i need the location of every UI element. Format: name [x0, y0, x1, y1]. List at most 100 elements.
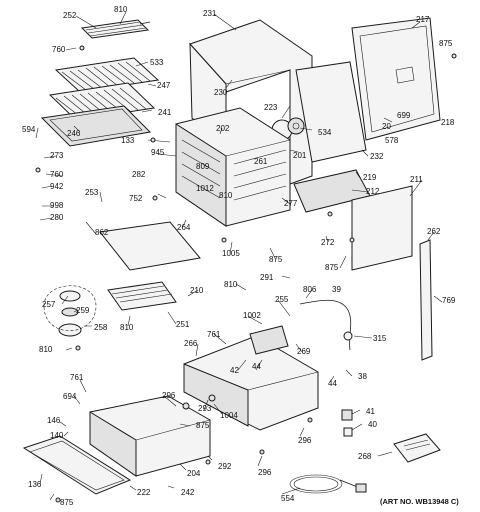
callout-875: 875 [439, 39, 453, 48]
callout-247: 247 [157, 81, 171, 90]
callout-293: 293 [198, 404, 212, 413]
callout-136: 136 [28, 480, 42, 489]
callout-268: 268 [358, 452, 372, 461]
callout-273: 273 [50, 151, 64, 160]
callout-806: 806 [303, 285, 317, 294]
callout-40: 40 [368, 420, 377, 429]
callout-246: 246 [67, 129, 81, 138]
callout-296: 296 [298, 436, 312, 445]
callout-261: 261 [254, 157, 268, 166]
broil-pan [40, 105, 152, 147]
callout-810: 810 [114, 5, 128, 14]
bake-element [80, 19, 151, 39]
side-trim [419, 239, 433, 361]
oven-rack-upper [54, 57, 160, 93]
callout-272: 272 [321, 238, 335, 247]
callout-146: 146 [47, 416, 61, 425]
callout-232: 232 [370, 152, 384, 161]
callout-20: 20 [382, 122, 391, 131]
callout-44: 44 [328, 379, 337, 388]
surface-burner-assembly [43, 285, 97, 337]
callout-38: 38 [358, 372, 367, 381]
callout-875: 875 [196, 421, 210, 430]
callout-201: 201 [293, 151, 307, 160]
callout-594: 594 [22, 125, 36, 134]
broil-element [107, 281, 177, 311]
oven-back-panel [351, 17, 441, 141]
callout-315: 315 [373, 334, 387, 343]
callout-223: 223 [264, 103, 278, 112]
callout-253: 253 [85, 188, 99, 197]
callout-133: 133 [121, 136, 135, 145]
power-cord [289, 474, 367, 494]
oven-cavity [175, 107, 291, 227]
control-board [249, 325, 289, 355]
callout-534: 534 [318, 128, 332, 137]
callout-554: 554 [281, 494, 295, 503]
callout-296: 296 [162, 391, 176, 400]
callout-262: 262 [427, 227, 441, 236]
callout-41: 41 [366, 407, 375, 416]
callout-44: 44 [252, 362, 261, 371]
callout-259: 259 [76, 306, 90, 315]
callout-266: 266 [184, 339, 198, 348]
callout-251: 251 [176, 320, 190, 329]
callout-282: 282 [132, 170, 146, 179]
callout-1002: 1002 [243, 311, 261, 320]
callout-945: 945 [151, 148, 165, 157]
callout-230: 230 [214, 88, 228, 97]
callout-875: 875 [325, 263, 339, 272]
leader-lines [35, 11, 443, 501]
callout-217: 217 [416, 15, 430, 24]
callout-752: 752 [129, 194, 143, 203]
callout-761: 761 [207, 330, 221, 339]
callout-264: 264 [177, 223, 191, 232]
callout-241: 241 [158, 108, 172, 117]
callout-875: 875 [60, 498, 74, 507]
callout-760: 760 [50, 170, 64, 179]
callout-255: 255 [275, 295, 289, 304]
callout-769: 769 [442, 296, 456, 305]
sensor-probe [299, 299, 353, 351]
side-panel [351, 185, 413, 271]
callout-269: 269 [297, 347, 311, 356]
callout-760: 760 [52, 45, 66, 54]
callout-296: 296 [258, 468, 272, 477]
callout-39: 39 [332, 285, 341, 294]
callout-291: 291 [260, 273, 274, 282]
callout-578: 578 [385, 136, 399, 145]
callout-242: 242 [181, 488, 195, 497]
callout-210: 210 [190, 286, 204, 295]
callout-810: 810 [39, 345, 53, 354]
callout-809: 809 [196, 162, 210, 171]
callout-1012: 1012 [196, 184, 214, 193]
drawer-pan [89, 395, 211, 477]
oven-insulation [295, 61, 367, 163]
drawer-front-panel [22, 435, 132, 495]
callout-862: 862 [95, 228, 109, 237]
callout-219: 219 [363, 173, 377, 182]
callout-252: 252 [63, 11, 77, 20]
callout-204: 204 [187, 469, 201, 478]
terminal-block [393, 433, 441, 463]
callout-277: 277 [284, 199, 298, 208]
oven-bottom-tray [99, 221, 201, 271]
callout-140: 140 [50, 431, 64, 440]
callout-875: 875 [269, 255, 283, 264]
drawer-housing [183, 335, 319, 431]
callout-761: 761 [70, 373, 84, 382]
callout-257: 257 [42, 300, 56, 309]
callout-1004: 1004 [220, 411, 238, 420]
switch-components [341, 409, 353, 437]
callout-810: 810 [219, 191, 233, 200]
callout-942: 942 [50, 182, 64, 191]
art-number: (ART NO. WB13948 C) [380, 497, 459, 506]
callout-292: 292 [218, 462, 232, 471]
callout-998: 998 [50, 201, 64, 210]
callout-533: 533 [150, 58, 164, 67]
callout-280: 280 [50, 213, 64, 222]
callout-810: 810 [120, 323, 134, 332]
callout-211: 211 [410, 175, 423, 184]
